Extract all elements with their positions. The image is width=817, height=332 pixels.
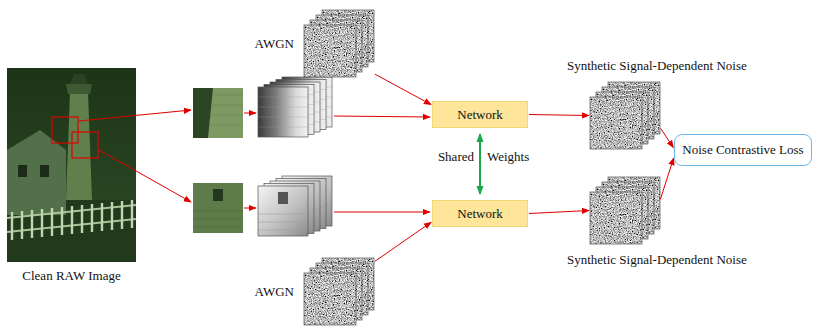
stack-layer <box>258 87 308 137</box>
shared-weights-arrow <box>479 134 481 194</box>
box-label: Network <box>457 206 503 222</box>
input-arrow <box>334 116 430 117</box>
lighthouse-lamp <box>66 84 92 94</box>
box-label: Noise Contrastive Loss <box>682 142 803 158</box>
noise-stack-output-bottom <box>590 177 660 244</box>
weight-sharing-label: Shared <box>438 149 474 165</box>
noise-layer <box>590 97 642 149</box>
lighthouse-roof <box>70 74 88 84</box>
crop-ground <box>193 183 243 233</box>
crop-marker <box>72 132 98 158</box>
weight-sharing-label: Weights <box>487 149 529 165</box>
noise-stack-node: Synthetic Signal-Dependent Noise <box>590 177 660 244</box>
crop-ground <box>193 88 243 138</box>
noise-layer <box>304 273 356 325</box>
fence-posts <box>12 200 132 240</box>
box-label: Network <box>457 107 503 123</box>
noise-stack-node: Synthetic Signal-Dependent Noise <box>590 82 660 149</box>
crop-arrow <box>244 208 256 209</box>
crop-arrow <box>99 150 191 202</box>
image-caption: Clean RAW Image <box>0 268 156 284</box>
lighthouse-tower <box>66 92 92 200</box>
flow-arrow <box>375 74 431 105</box>
flow-arrow <box>375 222 431 261</box>
crop-window <box>213 189 223 201</box>
crop-arrow <box>79 110 191 121</box>
crop-stack-top <box>258 77 332 137</box>
crop-top <box>193 88 243 138</box>
image-ground <box>7 68 136 262</box>
stack-layer <box>258 186 308 236</box>
stack-label: AWGN <box>255 36 294 52</box>
noise-layer <box>590 192 642 244</box>
flow-arrow <box>661 128 674 147</box>
noise-stack-node: AWGN <box>304 10 374 77</box>
crop-bricks <box>193 211 243 227</box>
flow-arrow <box>529 211 589 214</box>
house-window <box>40 165 49 177</box>
noise-stack-awgn-top <box>304 10 374 77</box>
crop-bricks <box>209 95 243 125</box>
network-box: Network <box>432 101 528 128</box>
stack-label: Synthetic Signal-Dependent Noise <box>567 58 747 74</box>
stack-label: AWGN <box>255 284 294 300</box>
raw-image-node: Clean RAW Image <box>7 68 136 262</box>
house-window <box>18 165 27 177</box>
noise-layer <box>304 25 356 77</box>
noise-stack-awgn-bottom <box>304 258 374 325</box>
stack-label: Synthetic Signal-Dependent Noise <box>567 252 747 268</box>
crop-bottom <box>193 183 243 233</box>
crop-stack-bottom <box>258 176 332 236</box>
crop-arrows <box>79 110 430 212</box>
input-arrow <box>334 212 430 213</box>
noise-stack-output-top <box>590 82 660 149</box>
flow-arrow <box>660 158 673 200</box>
crop-arrow <box>244 113 256 114</box>
loss-box: Noise Contrastive Loss <box>674 134 812 166</box>
crop-tower <box>208 88 243 138</box>
crop-marker <box>52 117 78 143</box>
flow-arrow <box>529 115 589 116</box>
network-box: Network <box>432 200 528 227</box>
raw-image <box>7 68 136 262</box>
noise-stack-node: AWGN <box>304 258 374 325</box>
